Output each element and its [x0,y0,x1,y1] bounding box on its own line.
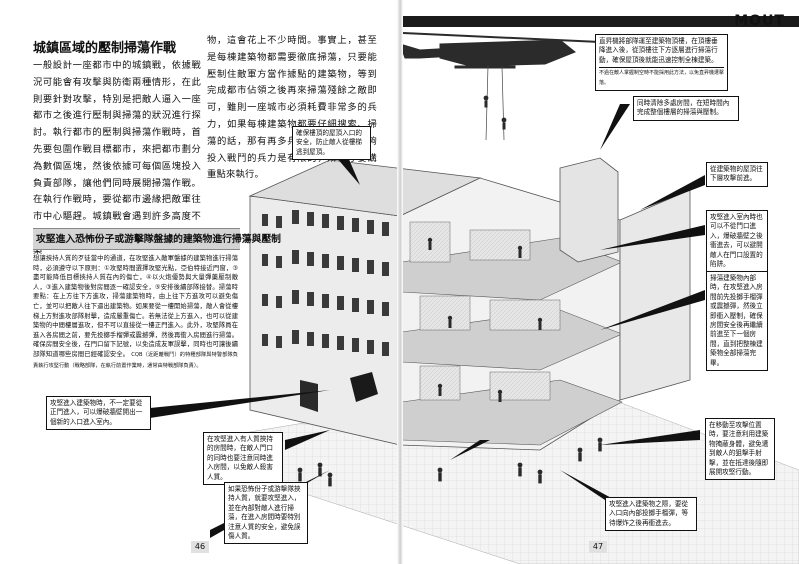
floor-slabs [401,237,623,446]
page-number-left: 46 [191,541,209,553]
soldier-figures [297,237,603,487]
callout-stair: 從建築物的屋頂往下層攻擊前進。 [706,162,768,187]
subsection-title: 攻堅進入恐怖份子或游擊隊盤據的建築物進行掃蕩與壓制 [33,228,281,250]
subsection-body: 想讓挾持人質的歹徒當中的通道，在攻堅進入敵軍盤據的建築物進行掃蕩時，必須遵守以下… [33,254,238,371]
callout-mouse-hole: 如果恐怖份子或游擊隊挾持人質，就要攻堅進入，並在內部對敵人進行掃蕩，在進入房間時… [224,482,308,545]
section-title: 城鎮區域的壓制掃蕩作戰 [33,41,177,56]
interior-rooms [409,221,561,401]
ground-door [300,380,318,412]
callout-entry-team: 攻堅進入建築物之際，要從入口向內部投擲手榴彈，等待爆炸之後再衝進去。 [605,497,697,532]
intro-text-col1: 一般設計一座都市中的城鎮戰，依據戰況可能會有攻擊與防衛兩種情形，在此則要針對攻擊… [33,60,201,256]
callout-rooftop: 同時清除多處房間，在短時間內完成整個樓層的掃蕩與壓制。 [633,96,739,121]
callout-floor-sweep: 掃蕩建築物內部時，在攻堅進入房間前先投擲手榴彈或震撼彈，然後立即衝入壓制，確保房… [706,271,768,372]
subsection-body-text: 想讓挾持人質的歹徒當中的通道，在攻堅進入敵軍盤據的建築物進行掃蕩時，必須遵守以下… [33,255,238,358]
intro-text-col2: 物，這會花上不少時間。事實上，甚至是每棟建築物都需要徹底掃蕩，只要能壓制住敵軍方… [207,35,377,181]
subsection-note: CQB（近距離戰鬥）的特種部隊與特警部隊負責執行攻堅行動（戰略部隊，在執行前置作… [33,351,238,369]
page-gutter [397,0,403,564]
helicopter [399,32,601,141]
rappelling-soldiers [483,95,507,130]
chapter-label: MOUT [734,13,785,29]
chapter-header-bar [403,16,799,27]
callout-door-enter: 在攻堅進入有人質挾持的房間時，在敵人門口的同時也要注意同時進入房間，以免敵人殺害… [203,432,283,486]
wall-breach-hole [350,372,378,402]
facade-windows [262,210,389,356]
callout-helicopter-note: 不過在敵人掌握制空時不能採用此方法，以免直昇機遭擊落。 [599,67,724,88]
callout-ground-team: 在移動至攻擊位置時，要注意利用建築物掩蔽身體，避免遭到敵人的狙擊手射擊，並在抵達… [705,418,775,481]
page-number-right: 47 [589,541,607,553]
building-side-wall [619,189,691,401]
callout-room-entry: 攻堅進入室內時也可以不從門口進入，爆破牆壁之後衝進去，可以避開敵人在門口設置的陷… [706,210,768,273]
callout-helicopter-text: 直昇機將部隊運至建築物頂樓，在頂樓垂降進入後，從頂樓往下方逐層進行掃蕩行動，確保… [599,37,718,64]
stairwell-tower [559,157,619,263]
callout-wall-breach: 攻堅進入建築物時，不一定要從正門進入，可以爆破牆壁開出一個新的入口進入室內。 [46,396,151,431]
callout-roof-guard: 確保樓頂的屋頂入口的安全，防止敵人從樓梯逃到屋頂。 [292,126,371,161]
callout-helicopter: 直昇機將部隊運至建築物頂樓，在頂樓垂降進入後，從頂樓往下方逐層進行掃蕩行動，確保… [595,34,728,92]
